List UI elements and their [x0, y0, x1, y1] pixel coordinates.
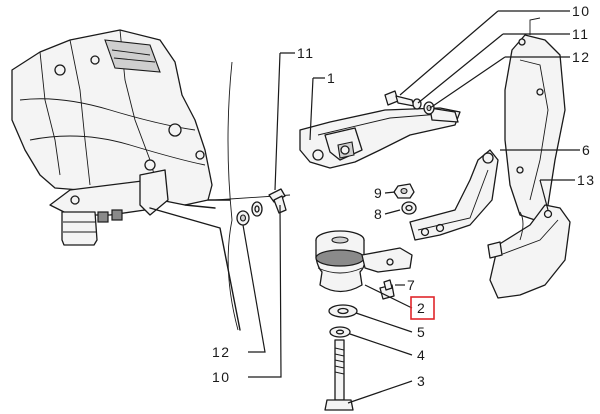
callout-3: 3 [417, 373, 426, 389]
callout-4: 4 [417, 347, 426, 363]
bracket-6 [409, 149, 499, 241]
callout-7: 7 [407, 277, 416, 293]
callout-8: 8 [374, 206, 383, 222]
callout-10-top: 10 [572, 3, 591, 19]
callout-9: 9 [374, 185, 383, 201]
bolt-7 [379, 279, 395, 300]
bolt-washer-group [236, 188, 287, 226]
callout-1: 1 [327, 70, 336, 86]
highlight-box-2 [410, 296, 435, 320]
nut-9 [393, 183, 415, 199]
callout-12-bottom: 12 [212, 344, 231, 360]
callout-11-top: 11 [572, 26, 590, 42]
callout-13: 13 [577, 172, 596, 188]
gearbox-housing [11, 29, 231, 209]
callout-6: 6 [582, 142, 591, 158]
phantom-line-left [227, 61, 239, 331]
bracket-13 [487, 204, 571, 299]
gearbox-mount [49, 169, 169, 246]
engine-plate [504, 34, 566, 221]
top-bolt-group [384, 90, 435, 115]
leader-lines [242, 10, 580, 404]
crossbar-line [149, 207, 241, 331]
callout-10-bottom: 10 [212, 369, 231, 385]
callout-12-top: 12 [572, 49, 591, 65]
bolt-3 [324, 339, 354, 411]
washer-5 [328, 304, 358, 318]
rubber-mount-2 [315, 230, 413, 293]
callout-11-left: 11 [297, 45, 315, 61]
bracket-1 [299, 107, 461, 169]
callout-5: 5 [417, 324, 426, 340]
washer-8 [401, 201, 417, 215]
washer-4 [329, 326, 351, 338]
callout-2: 2 [417, 300, 426, 316]
